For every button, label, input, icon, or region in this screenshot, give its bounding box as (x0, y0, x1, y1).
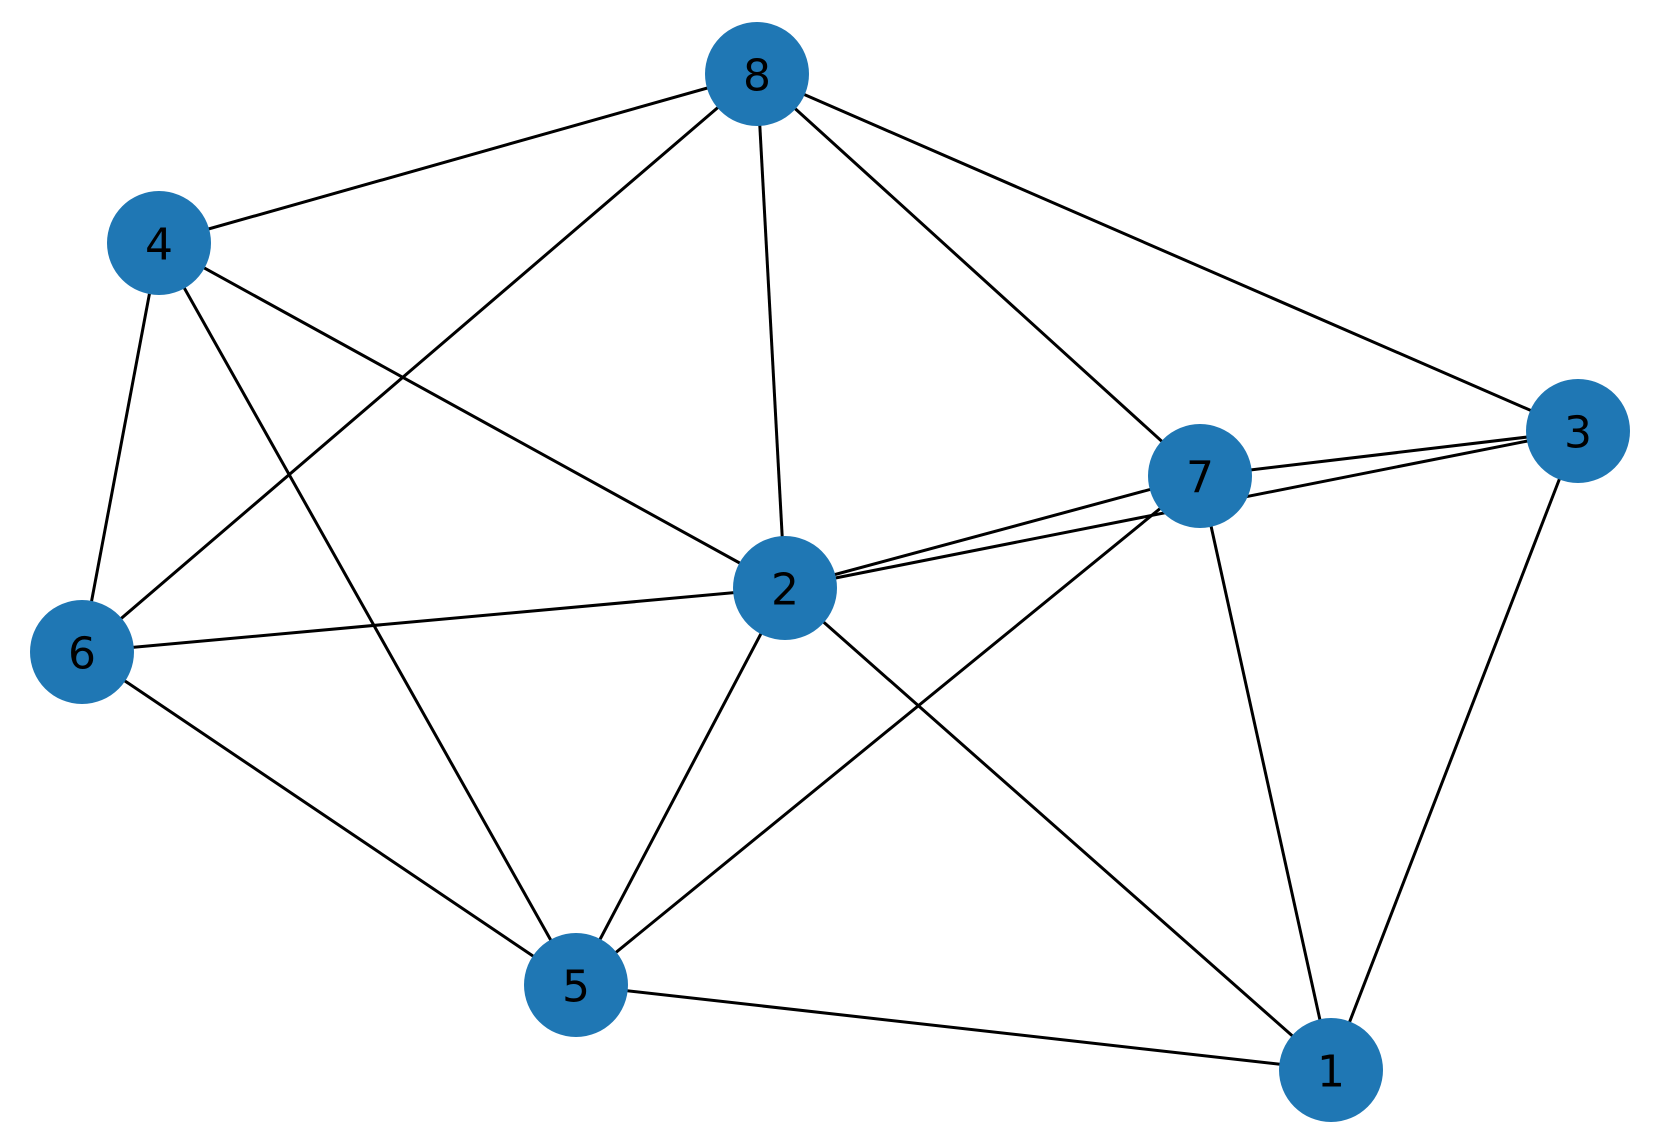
edge-8-3 (756, 72, 1579, 433)
edge-8-6 (81, 72, 758, 654)
node-circle-4 (107, 191, 211, 295)
node-2: 2 (733, 536, 837, 640)
node-circle-1 (1279, 1018, 1383, 1122)
edge-4-6 (80, 242, 161, 653)
edge-7-1 (1198, 475, 1333, 1071)
edge-4-5 (157, 242, 578, 986)
edge-8-7 (755, 72, 1202, 478)
node-label-2: 2 (771, 565, 799, 616)
edge-3-1 (1329, 430, 1580, 1071)
edge-7-5 (575, 474, 1201, 987)
node-label-4: 4 (145, 220, 173, 271)
node-label-6: 6 (68, 629, 96, 680)
node-4: 4 (107, 191, 211, 295)
nodes-layer: 1 2 3 4 5 6 7 8 (30, 22, 1630, 1122)
node-label-3: 3 (1564, 408, 1592, 459)
node-label-8: 8 (743, 51, 771, 102)
node-circle-6 (30, 600, 134, 704)
edge-4-2 (158, 241, 786, 590)
node-circle-7 (1148, 424, 1252, 528)
node-5: 5 (524, 933, 628, 1037)
edge-2-5 (574, 587, 787, 986)
node-circle-3 (1526, 379, 1630, 483)
node-6: 6 (30, 600, 134, 704)
node-circle-5 (524, 933, 628, 1037)
edge-6-5 (81, 650, 577, 987)
edges-layer (80, 72, 1580, 1072)
node-1: 1 (1279, 1018, 1383, 1122)
node-7: 7 (1148, 424, 1252, 528)
edge-6-2 (81, 586, 786, 654)
edge-2-7 (784, 474, 1201, 590)
edge-8-2 (755, 73, 787, 589)
node-circle-8 (705, 22, 809, 126)
node-label-7: 7 (1186, 453, 1214, 504)
edge-5-1 (575, 983, 1332, 1072)
edge-2-1 (784, 586, 1332, 1072)
edge-8-4 (158, 72, 758, 245)
node-label-1: 1 (1317, 1047, 1345, 1098)
node-8: 8 (705, 22, 809, 126)
edge-7-3 (1199, 429, 1579, 478)
node-label-5: 5 (562, 962, 590, 1013)
node-3: 3 (1526, 379, 1630, 483)
node-circle-2 (733, 536, 837, 640)
